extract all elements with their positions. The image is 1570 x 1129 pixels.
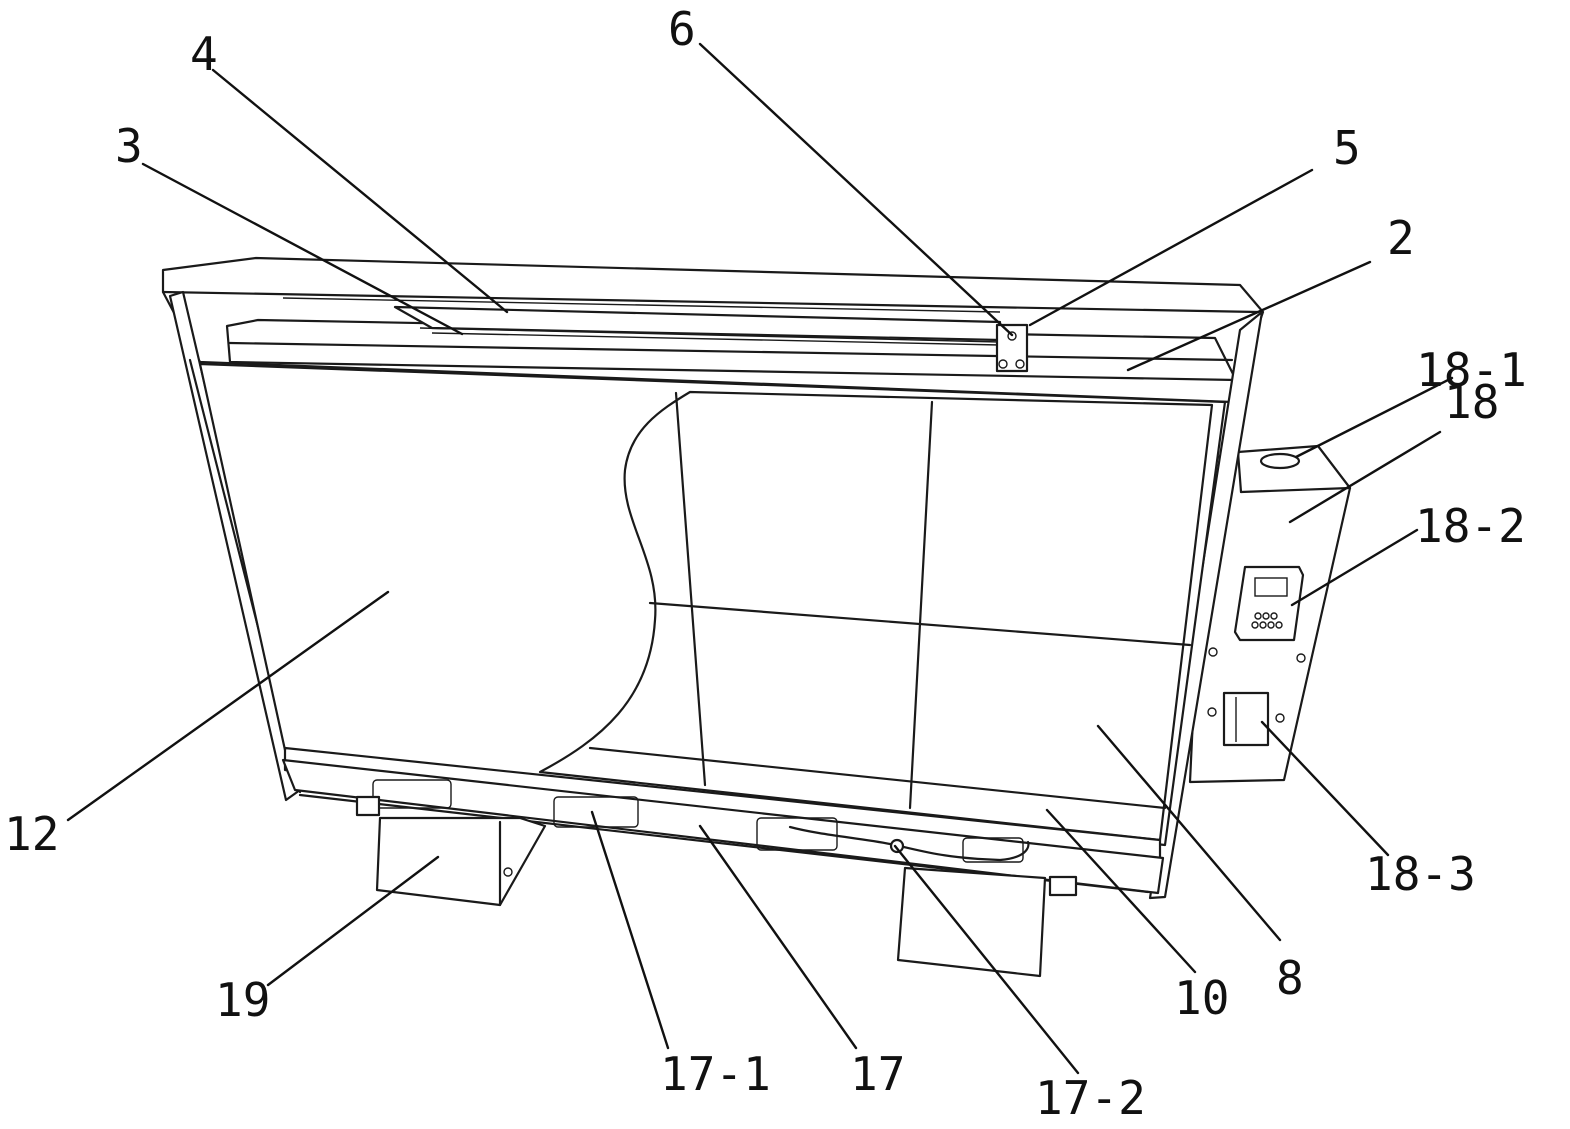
label-17-2: 17-2	[1035, 1071, 1146, 1125]
label-10: 10	[1174, 971, 1229, 1025]
label-12: 12	[4, 807, 59, 861]
label-6: 6	[668, 2, 696, 56]
reference-labels: 4 3 6 5 2 18-1 18 18-2 18-3 12 8 10 19 1…	[4, 2, 1527, 1125]
label-4: 4	[190, 27, 218, 81]
label-2: 2	[1387, 211, 1415, 265]
knob-18-1	[1259, 452, 1301, 470]
rail-opening-left	[372, 779, 452, 809]
label-18-1: 18-1	[1416, 343, 1527, 397]
label-3: 3	[115, 119, 143, 173]
label-17: 17	[850, 1047, 905, 1101]
label-17-1: 17-1	[660, 1047, 771, 1101]
control-box	[1188, 444, 1352, 784]
label-5: 5	[1333, 121, 1361, 175]
label-18-2: 18-2	[1415, 499, 1526, 553]
foot-left	[375, 816, 547, 907]
foot-right	[896, 866, 1047, 978]
switch	[1207, 691, 1285, 747]
display-panel	[1233, 565, 1305, 642]
label-18-3: 18-3	[1365, 847, 1476, 901]
label-18: 18	[1444, 375, 1499, 429]
cabinet	[161, 256, 1265, 978]
leader-lines	[66, 42, 1454, 1075]
label-19: 19	[215, 973, 270, 1027]
label-8: 8	[1276, 951, 1304, 1005]
cable	[788, 825, 1030, 862]
